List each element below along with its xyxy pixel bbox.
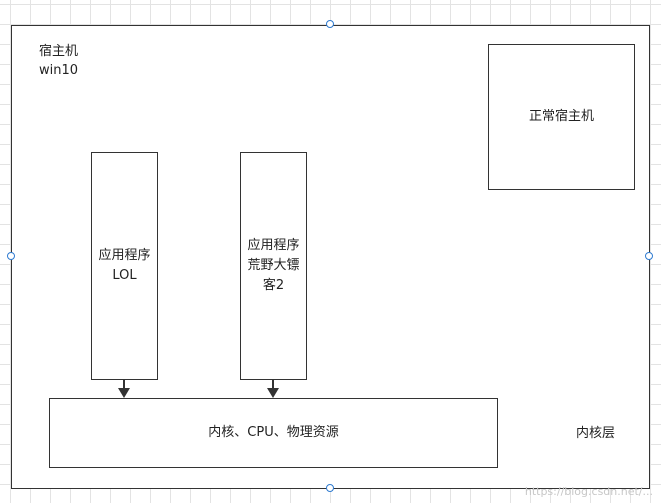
host-machine-label: 宿主机 win10 bbox=[39, 42, 78, 80]
arrow-lol-to-kernel-head bbox=[118, 388, 130, 398]
app-red-dead-box[interactable]: 应用程序 荒野大镖 客2 bbox=[240, 152, 307, 380]
normal-host-box[interactable]: 正常宿主机 bbox=[488, 44, 635, 190]
app-lol-line-2: LOL bbox=[112, 268, 137, 283]
app-red-dead-line-2: 荒野大镖 bbox=[247, 258, 300, 273]
kernel-layer-label: 内核层 bbox=[576, 426, 616, 441]
top-selection-handle[interactable] bbox=[326, 20, 334, 28]
host-machine-title: 宿主机 bbox=[39, 44, 79, 59]
app-lol-box[interactable]: 应用程序 LOL bbox=[91, 152, 158, 380]
arrow-red-dead-to-kernel-line bbox=[272, 380, 274, 390]
normal-host-label: 正常宿主机 bbox=[528, 109, 594, 124]
arrow-red-dead-to-kernel-head bbox=[267, 388, 279, 398]
app-lol-line-1: 应用程序 bbox=[98, 248, 151, 263]
arrow-lol-to-kernel-line bbox=[123, 380, 125, 390]
app-lol-label: 应用程序 LOL bbox=[98, 246, 150, 286]
watermark-text: https://blog.csdn.net/... bbox=[524, 485, 653, 498]
right-selection-handle[interactable] bbox=[645, 252, 653, 260]
app-red-dead-line-1: 应用程序 bbox=[247, 238, 300, 253]
app-red-dead-line-3: 客2 bbox=[262, 278, 285, 293]
app-red-dead-label: 应用程序 荒野大镖 客2 bbox=[247, 236, 299, 296]
kernel-resource-label: 内核、CPU、物理资源 bbox=[208, 425, 339, 440]
host-machine-os: win10 bbox=[39, 63, 79, 78]
left-selection-handle[interactable] bbox=[7, 252, 15, 260]
bottom-selection-handle[interactable] bbox=[326, 484, 334, 492]
kernel-resource-box[interactable]: 内核、CPU、物理资源 bbox=[49, 398, 498, 468]
